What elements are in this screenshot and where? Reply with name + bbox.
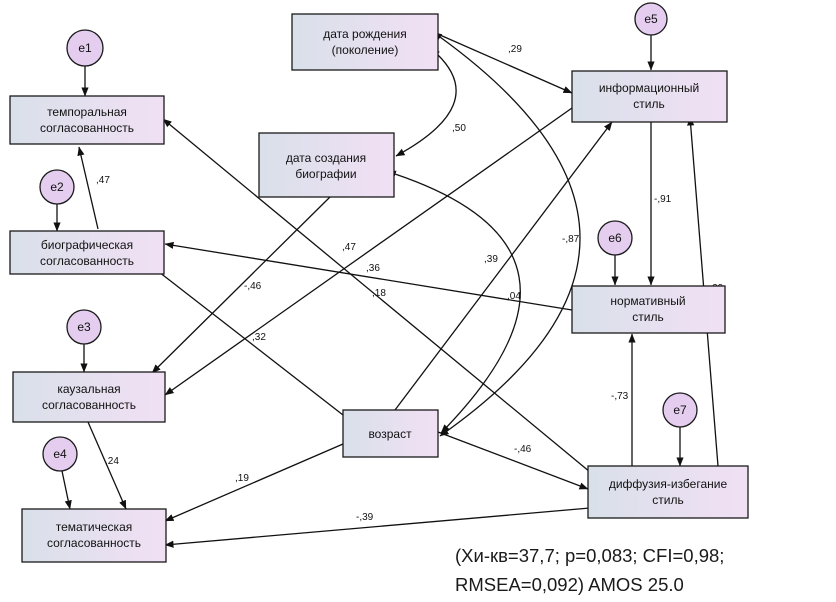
error-terms: e1 e2 e3 e4 e5 e6 e7 [39, 2, 698, 472]
box-birth-date-line2: (поколение) [332, 43, 399, 57]
box-thematic-coherence-line2: согласованность [47, 536, 141, 550]
box-informational-style-line1: информационный [599, 81, 699, 95]
fit-indices-line1: (Хи-кв=37,7; p=0,083; CFI=0,98; [455, 545, 725, 566]
path-biographical-temporal [77, 146, 99, 230]
path-age-thematic [164, 443, 344, 522]
box-temporal-coherence-line1: темпоральная [47, 105, 127, 119]
box-causal-coherence: каузальная согласованность [12, 371, 166, 423]
box-diffuse-avoidant-style-line1: диффузия-избегание [609, 477, 728, 491]
box-informational-style-line2: стиль [633, 97, 664, 111]
error-e5-label: e5 [644, 12, 658, 26]
box-diffuse-avoidant-style-line2: стиль [652, 493, 683, 507]
box-biographical-coherence-line2: согласованность [40, 254, 134, 268]
fit-indices-line2: RMSEA=0,092) AMOS 25.0 [455, 574, 684, 595]
coef-info-norm: -,91 [654, 194, 672, 205]
box-temporal-coherence: темпоральная согласованность [9, 95, 165, 145]
coef-causal-thematic: ,24 [105, 456, 119, 467]
path-diffuse-temporal [162, 118, 591, 473]
error-e6: e6 [597, 220, 633, 256]
box-thematic-coherence-line1: тематическая [56, 520, 133, 534]
box-normative-style-line2: стиль [632, 310, 663, 324]
error-e3: e3 [66, 309, 102, 345]
path-info-causal [164, 107, 573, 396]
box-informational-style: информационный стиль [571, 70, 728, 123]
error-e7-label: e7 [673, 403, 687, 417]
cov-birthdate-age [433, 31, 581, 437]
box-birth-date: дата рождения (поколение) [291, 13, 439, 71]
box-age: возраст [342, 409, 439, 458]
coef-diffuse-biographical: ,18 [372, 288, 386, 299]
box-temporal-coherence-line2: согласованность [40, 121, 134, 135]
coef-age-biographical: ,32 [252, 332, 266, 343]
error-e5: e5 [634, 2, 668, 36]
coef-biographical-temporal: ,47 [96, 175, 110, 186]
box-causal-coherence-line2: согласованность [42, 398, 136, 412]
box-biography-date-line1: дата создания [286, 151, 366, 165]
error-e2-label: e2 [50, 180, 64, 194]
path-e4-thematic [61, 470, 72, 510]
coef-age-diffuse: -,46 [514, 444, 532, 455]
path-birthdate-info [439, 34, 573, 94]
coef-diffuse-thematic: -,39 [356, 512, 374, 523]
coef-info-causal: ,47 [342, 242, 356, 253]
box-biography-date: дата создания биографии [258, 132, 395, 198]
error-e6-label: e6 [608, 231, 622, 245]
path-causal-thematic [87, 421, 127, 510]
coef-birthdate-info: ,29 [508, 44, 522, 55]
coef-birthdate-age: -,87 [562, 234, 580, 245]
paths [53, 31, 719, 548]
path-age-info [394, 121, 613, 411]
error-e1-label: e1 [78, 41, 92, 55]
error-e3-label: e3 [77, 320, 91, 334]
coef-age-thematic: ,19 [235, 473, 249, 484]
path-diffuse-thematic [164, 507, 591, 548]
path-norm-biographical [164, 241, 573, 311]
coefficients: ,29 ,50 ,47 -,91 ,47 ,36 ,18 ,04 ,39 -,8… [96, 44, 724, 523]
box-causal-coherence-line1: каузальная [57, 382, 120, 396]
coef-birthdate-biodate: ,50 [452, 123, 466, 134]
error-e2: e2 [39, 169, 75, 205]
error-e4: e4 [42, 436, 78, 472]
cov-biodate-age [386, 170, 521, 434]
coef-diffuse-temporal: ,36 [366, 263, 380, 274]
box-diffuse-avoidant-style: диффузия-избегание стиль [587, 465, 749, 519]
coef-norm-biographical: ,04 [507, 291, 521, 302]
coef-biodate-age: ,39 [484, 254, 498, 265]
coef-biodate-causal: -,46 [244, 281, 262, 292]
box-birth-date-line1: дата рождения [323, 27, 407, 41]
fit-indices: (Хи-кв=37,7; p=0,083; CFI=0,98; RMSEA=0,… [455, 541, 836, 599]
path-biodate-causal [151, 196, 331, 374]
path-age-diffuse [437, 431, 589, 490]
error-e1: e1 [66, 29, 104, 67]
path-age-biographical [149, 264, 344, 416]
box-biography-date-line2: биографии [295, 167, 356, 181]
coef-diffuse-norm: -,73 [611, 391, 629, 402]
box-normative-style-line1: нормативный [610, 294, 685, 308]
box-biographical-coherence: биографическая согласованность [9, 230, 165, 275]
box-thematic-coherence: тематическая согласованность [21, 508, 167, 563]
box-biographical-coherence-line1: биографическая [41, 238, 133, 252]
box-normative-style: нормативный стиль [571, 285, 726, 334]
error-e4-label: e4 [53, 447, 67, 461]
box-age-label: возраст [368, 427, 412, 441]
variables: темпоральная согласованность биографичес… [9, 13, 749, 563]
error-e7: e7 [662, 392, 698, 428]
